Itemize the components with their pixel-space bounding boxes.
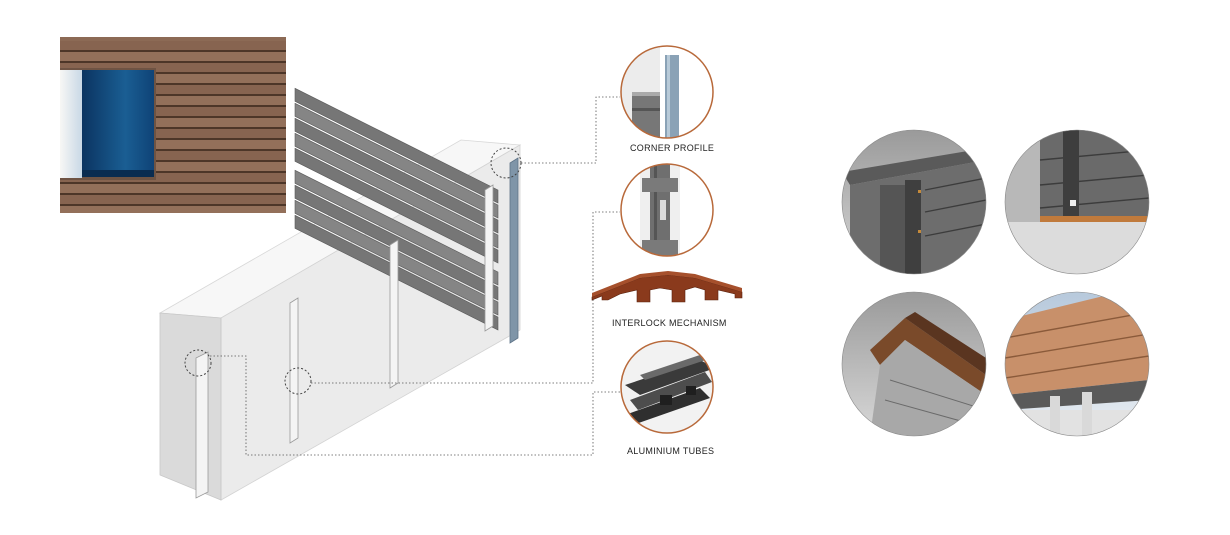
- wood-planks: [60, 41, 286, 213]
- corner-profile-label: CORNER PROFILE: [630, 143, 715, 153]
- detail-view-grey-top-corner: [841, 129, 987, 275]
- interlock-mechanism-label: INTERLOCK MECHANISM: [612, 318, 727, 328]
- frame-rail-corner: [195, 351, 209, 499]
- callout-aluminium-tubes: [620, 340, 714, 434]
- detail-marker-interlock: [284, 367, 312, 395]
- aluminium-tubes-label: ALUMINIUM TUBES: [627, 446, 715, 456]
- frame-rail-2: [389, 239, 399, 389]
- frame-rails: [195, 184, 494, 499]
- detail-marker-tubes: [184, 349, 212, 377]
- cladding-board: [294, 87, 499, 204]
- cladding-board: [294, 117, 499, 234]
- cladding-board: [294, 169, 499, 286]
- wood-cladding-swatch: [60, 37, 286, 213]
- detail-view-wood-corner-up: [841, 291, 987, 437]
- detail-view-wood-cladding: [1004, 291, 1150, 437]
- frame-rail-1: [289, 297, 299, 444]
- cladding-board: [294, 102, 499, 219]
- detail-view-grey-bottom-edge: [1004, 129, 1150, 275]
- callout-corner-profile: [620, 45, 714, 139]
- cladding-board: [294, 147, 499, 264]
- window-glass: [82, 70, 154, 177]
- corner-profile-part: [509, 157, 519, 344]
- leader-tubes: [210, 355, 620, 456]
- interlock-profile-section: [591, 271, 743, 303]
- cladding-board: [294, 132, 499, 249]
- frame-rail-3: [484, 184, 494, 332]
- cladding-panels: [294, 87, 499, 331]
- callout-interlock: [620, 163, 714, 257]
